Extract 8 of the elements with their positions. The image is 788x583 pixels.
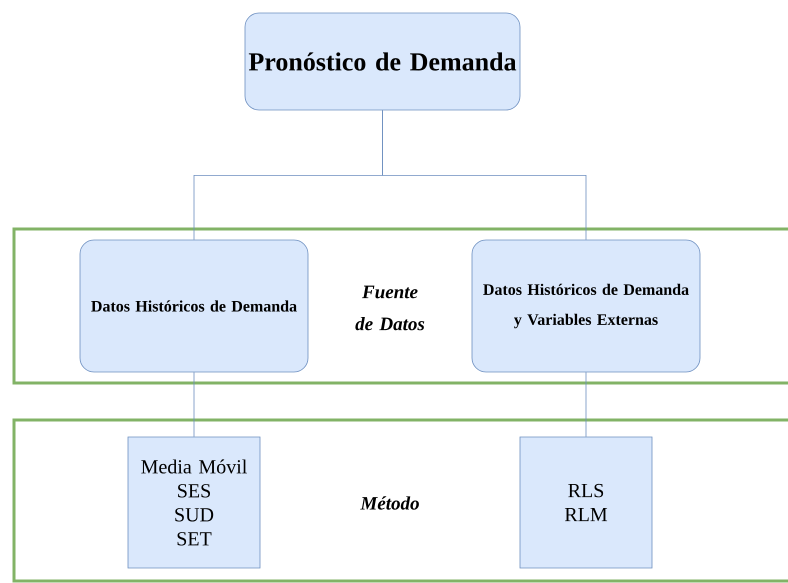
method-box: Media Móvil SES SUD SET: [128, 436, 260, 568]
source-box: Datos Históricos de Demanda y Variables Externas: [472, 240, 700, 372]
band-label: Método: [360, 496, 419, 510]
band-label: Fuente de Datos: [355, 286, 424, 330]
method-box: RLS RLM: [520, 436, 652, 568]
connector: [382, 110, 586, 240]
source-box: Datos Históricos de Demanda: [80, 240, 308, 372]
title-box: Pronóstico de Demanda: [244, 12, 520, 110]
